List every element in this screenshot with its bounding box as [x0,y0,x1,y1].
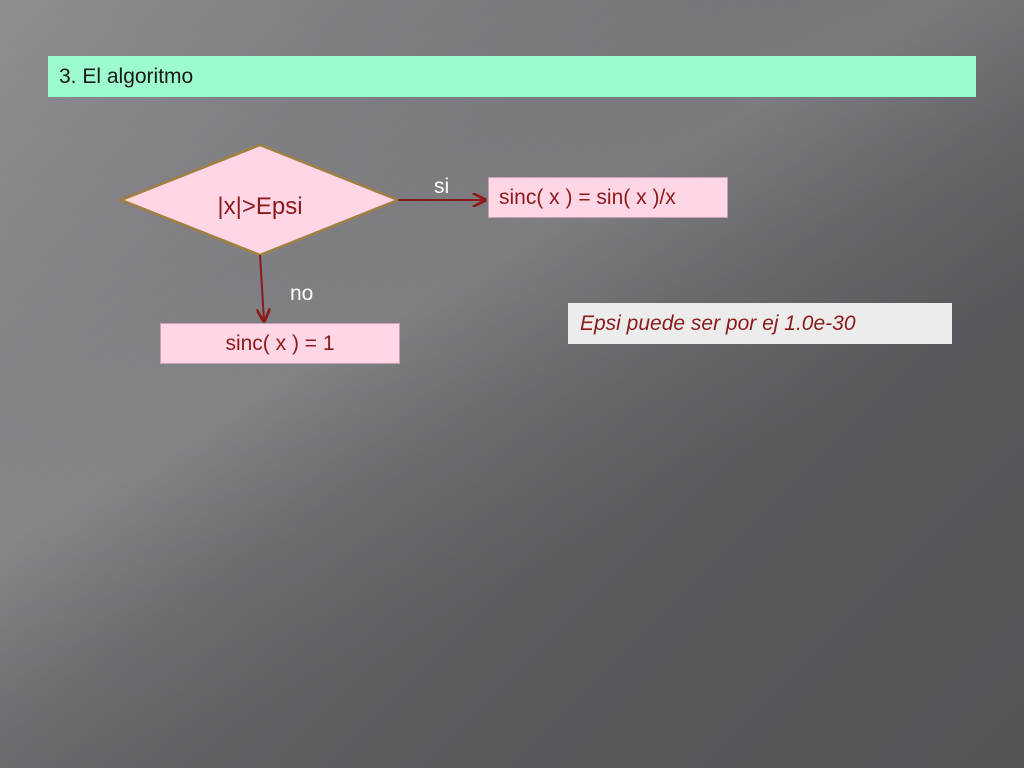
decision-condition-label: |x|>Epsi [217,193,303,220]
yes-branch-label: si [434,175,450,198]
no-branch-label: no [290,282,314,305]
yes-action-box: sinc( x ) = sin( x )/x [488,177,728,218]
no-action-text: sinc( x ) = 1 [225,331,335,355]
no-arrow [260,254,264,321]
slide-title: 3. El algoritmo [59,64,194,88]
yes-action-text: sinc( x ) = sin( x )/x [499,185,676,209]
slide-title-bar: 3. El algoritmo [48,56,976,97]
epsilon-note-text: Epsi puede ser por ej 1.0e-30 [580,311,856,335]
epsilon-note-box: Epsi puede ser por ej 1.0e-30 [568,303,952,344]
no-action-box: sinc( x ) = 1 [160,323,400,364]
